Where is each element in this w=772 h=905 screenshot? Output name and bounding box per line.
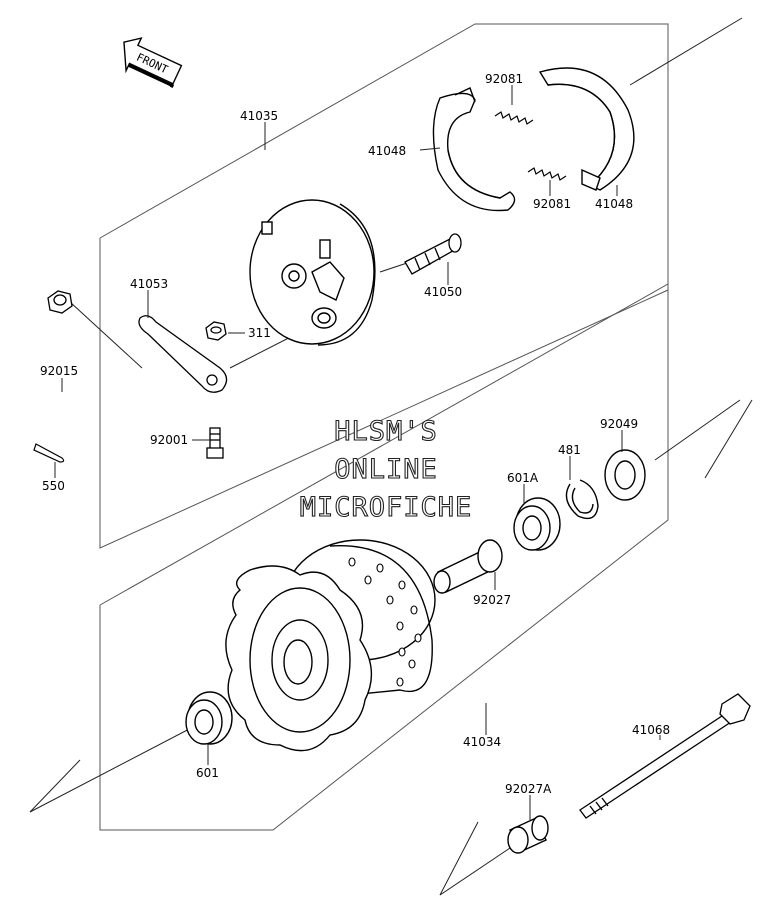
part-label-41068: 41068 bbox=[632, 723, 670, 737]
brake-shoe-left bbox=[432, 87, 516, 212]
brake-panel bbox=[249, 199, 376, 346]
part-label-41053: 41053 bbox=[130, 277, 168, 291]
part-label-92015: 92015 bbox=[40, 364, 78, 378]
cotter-pin-550 bbox=[33, 443, 65, 463]
watermark-line-1: HLSM'S bbox=[334, 416, 438, 447]
brake-shoe-right bbox=[538, 67, 635, 191]
part-label-601A: 601A bbox=[507, 471, 539, 485]
part-label-481: 481 bbox=[558, 443, 581, 457]
part-label-41048-right: 41048 bbox=[595, 197, 633, 211]
part-label-92027: 92027 bbox=[473, 593, 511, 607]
lower-panel-outline bbox=[99, 283, 669, 831]
panel-outlines bbox=[99, 23, 669, 831]
seal-92049 bbox=[604, 449, 646, 501]
part-label-601: 601 bbox=[196, 766, 219, 780]
part-label-92049: 92049 bbox=[600, 417, 638, 431]
leader-lines bbox=[54, 85, 661, 820]
part-label-92081-bottom: 92081 bbox=[533, 197, 571, 211]
bolt-92001 bbox=[206, 427, 224, 459]
circlip-481 bbox=[565, 479, 599, 520]
brake-cam bbox=[404, 233, 462, 275]
bearing-601 bbox=[185, 691, 233, 745]
part-labels: 41035 92081 41048 92081 41048 41050 4105… bbox=[40, 72, 670, 796]
wheel-hub bbox=[225, 539, 436, 752]
watermark-line-2: ONLINE bbox=[334, 454, 438, 485]
axle-41068 bbox=[579, 693, 751, 819]
nut-311 bbox=[205, 321, 227, 341]
collar-92027A bbox=[507, 815, 549, 854]
bearing-601A bbox=[513, 497, 561, 551]
part-label-92001: 92001 bbox=[150, 433, 188, 447]
watermark: HLSM'S ONLINE MICROFICHE bbox=[299, 415, 473, 523]
axis-lines bbox=[29, 17, 753, 896]
part-label-92081-top: 92081 bbox=[485, 72, 523, 86]
front-arrow: FRONT bbox=[123, 37, 183, 89]
watermark-line-3: MICROFICHE bbox=[300, 492, 473, 523]
part-label-41034: 41034 bbox=[463, 735, 501, 749]
part-label-550: 550 bbox=[42, 479, 65, 493]
upper-panel-outline bbox=[99, 23, 669, 549]
part-label-41035: 41035 bbox=[240, 109, 278, 123]
springs bbox=[494, 111, 567, 181]
part-label-311: 311 bbox=[248, 326, 271, 340]
nut-92015 bbox=[47, 290, 73, 314]
collar-92027 bbox=[433, 539, 503, 594]
part-label-41050: 41050 bbox=[424, 285, 462, 299]
brake-lever bbox=[138, 315, 228, 393]
part-label-92027A: 92027A bbox=[505, 782, 552, 796]
part-label-41048-left: 41048 bbox=[368, 144, 406, 158]
